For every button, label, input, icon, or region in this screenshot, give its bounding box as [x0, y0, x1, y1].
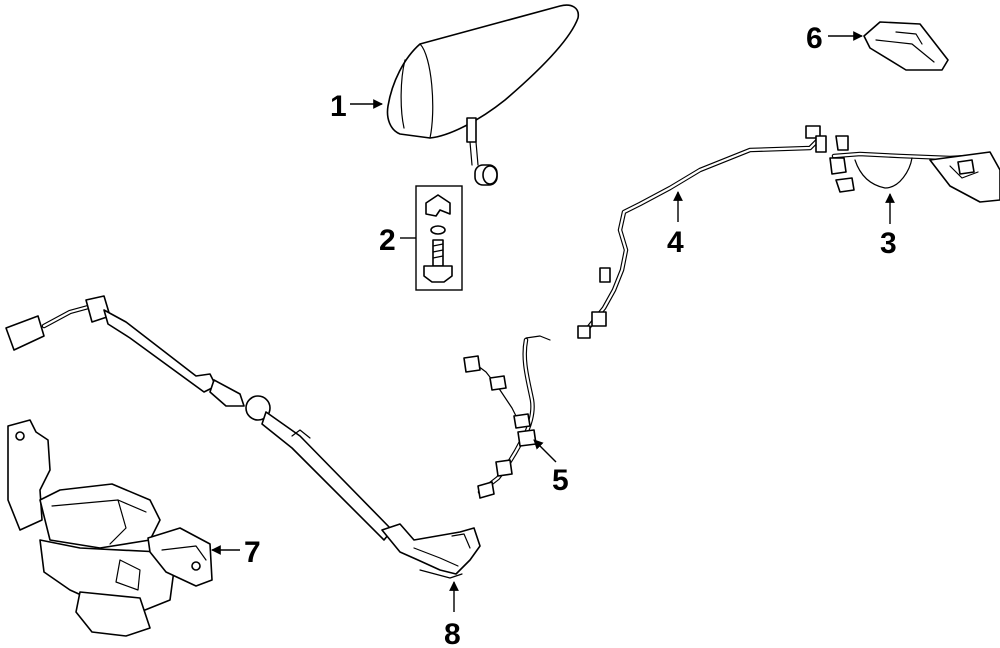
callout-label-7: 7 — [244, 536, 261, 569]
part-5-harness — [463, 335, 551, 499]
part-8-cable-assembly — [5, 295, 481, 579]
callout-5: 5 — [533, 439, 569, 497]
part-6-bracket — [863, 21, 949, 71]
callout-label-2: 2 — [379, 224, 396, 257]
callout-1: 1 — [330, 90, 383, 123]
part-1-antenna — [386, 4, 580, 186]
part-7-module — [7, 419, 213, 637]
callout-label-5: 5 — [552, 464, 569, 497]
callout-label-1: 1 — [330, 90, 347, 123]
part-4-cable — [577, 125, 827, 339]
callout-label-4: 4 — [667, 226, 684, 259]
callout-label-8: 8 — [444, 618, 461, 648]
part-2-hardware — [415, 185, 463, 291]
callout-4: 4 — [667, 191, 684, 259]
part-3-harness — [829, 135, 1000, 203]
callout-label-3: 3 — [880, 227, 897, 260]
callout-2: 2 — [379, 224, 416, 257]
callout-8: 8 — [444, 581, 461, 648]
callout-6: 6 — [806, 22, 863, 55]
callout-7: 7 — [211, 536, 261, 569]
callout-3: 3 — [880, 193, 897, 260]
callout-label-6: 6 — [806, 22, 823, 55]
